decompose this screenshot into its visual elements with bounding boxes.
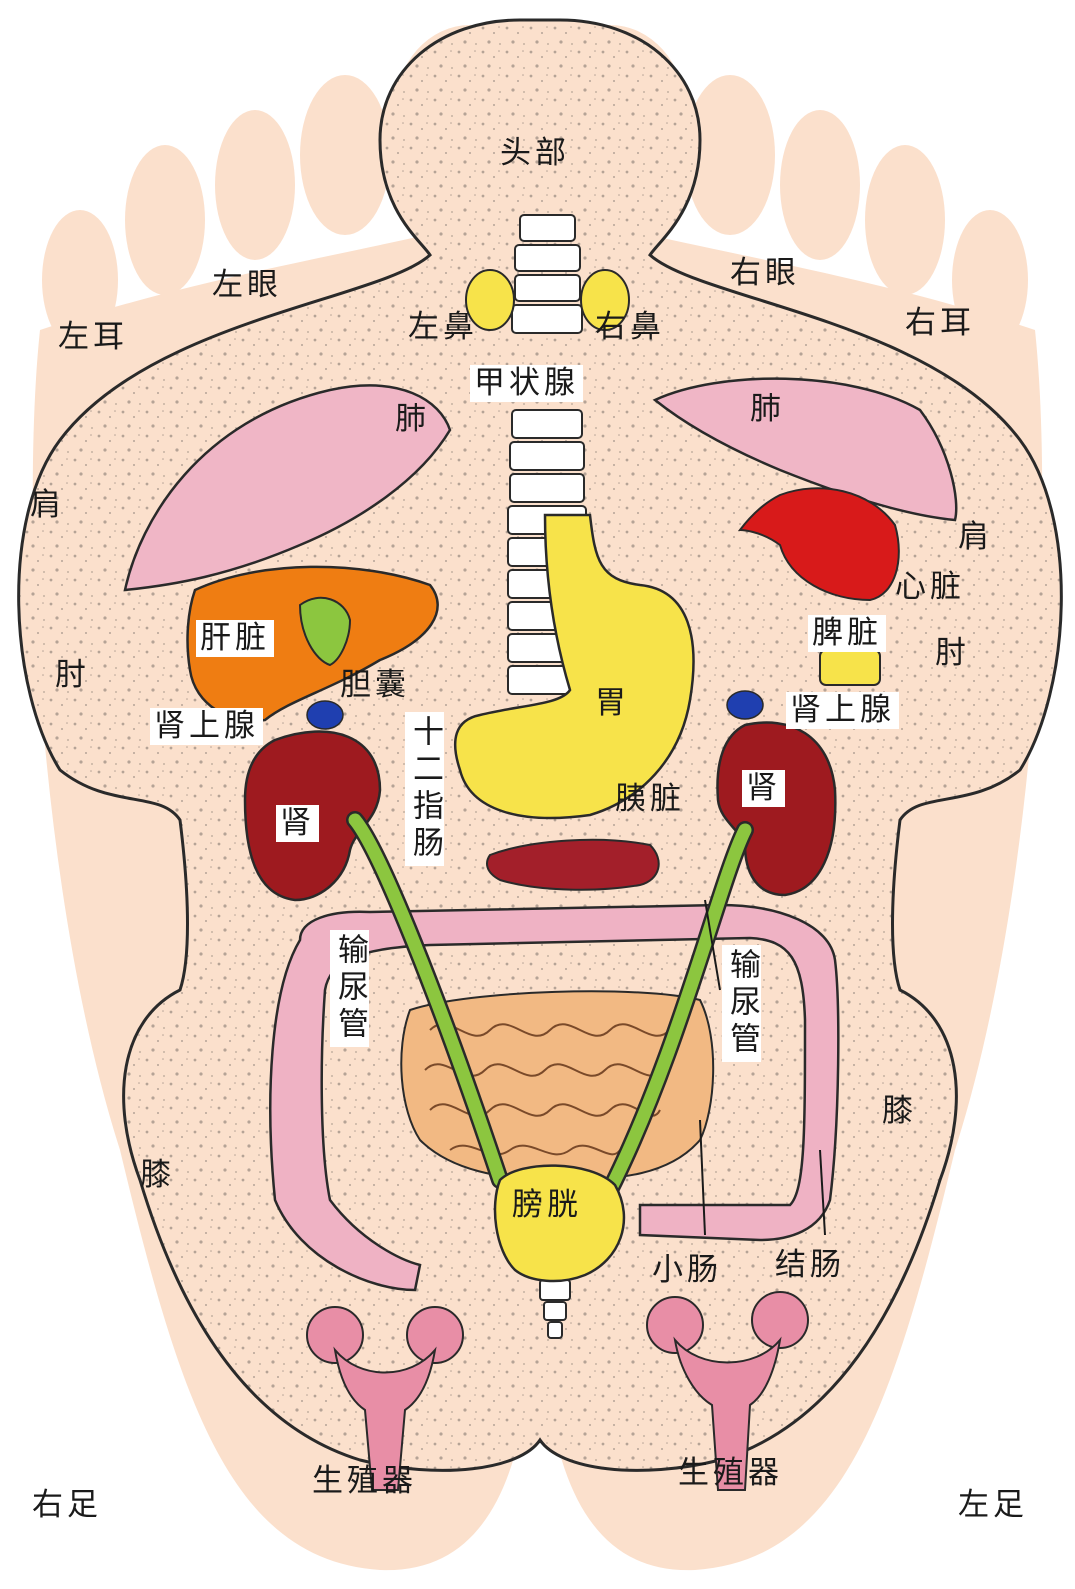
label-elbow-right: 肘 — [935, 635, 970, 671]
label-duodenum: 十二指肠 — [405, 712, 444, 866]
label-stomach: 胃 — [595, 685, 630, 721]
spleen-marker — [819, 649, 881, 686]
heart-organ — [737, 487, 900, 602]
label-right-nose: 右鼻 — [595, 309, 665, 345]
stomach-organ — [453, 513, 695, 820]
colon-organ — [269, 903, 840, 1292]
label-bladder: 膀胱 — [512, 1187, 582, 1223]
adrenal-left — [306, 700, 344, 730]
bladder-organ — [493, 1164, 626, 1283]
label-left-eye: 左眼 — [212, 267, 282, 303]
label-colon: 结肠 — [775, 1247, 845, 1283]
label-elbow-left: 肘 — [55, 657, 90, 693]
label-adrenal-right: 肾上腺 — [786, 692, 899, 729]
label-liver: 肝脏 — [196, 620, 274, 657]
label-spleen: 脾脏 — [808, 615, 886, 652]
label-head: 头部 — [500, 135, 570, 171]
reproductive-right — [646, 1291, 809, 1491]
leader-lines — [699, 899, 826, 1236]
label-kidney-right: 肾 — [742, 770, 785, 807]
label-right-eye: 右眼 — [730, 255, 800, 291]
label-gallbladder: 胆囊 — [340, 667, 410, 703]
label-right-ear: 右耳 — [905, 305, 975, 341]
adrenal-right — [726, 690, 764, 720]
label-shoulder-left: 肩 — [30, 487, 65, 523]
label-knee-left: 膝 — [140, 1157, 175, 1193]
gallbladder-organ — [298, 596, 352, 667]
label-left-ear: 左耳 — [58, 319, 128, 355]
label-ureter-left: 输尿管 — [330, 930, 369, 1047]
label-left-foot: 左足 — [958, 1487, 1028, 1523]
label-kidney-left: 肾 — [276, 805, 319, 842]
label-right-foot: 右足 — [32, 1487, 102, 1523]
kidney-right-organ — [716, 721, 837, 897]
label-pancreas: 胰脏 — [615, 781, 685, 817]
ureter-left-fill — [348, 813, 507, 1187]
label-genital-right: 生殖器 — [678, 1455, 783, 1491]
label-lung-right: 肺 — [750, 391, 785, 427]
label-small-intestine: 小肠 — [652, 1252, 722, 1288]
ureter-right-fill — [603, 823, 752, 1197]
lungs — [123, 377, 958, 592]
label-genital-left: 生殖器 — [312, 1463, 417, 1499]
label-lung-left: 肺 — [395, 401, 430, 437]
label-thyroid: 甲状腺 — [470, 365, 583, 402]
nose-reflex-zones — [465, 269, 630, 331]
label-ureter-right: 输尿管 — [722, 945, 761, 1062]
label-left-nose: 左鼻 — [408, 309, 478, 345]
reproductive-left — [306, 1306, 464, 1491]
label-shoulder-right: 肩 — [958, 519, 993, 555]
pancreas-organ — [486, 838, 660, 891]
label-knee-right: 膝 — [882, 1093, 917, 1129]
label-heart: 心脏 — [895, 569, 965, 605]
label-adrenal-left: 肾上腺 — [150, 708, 263, 745]
